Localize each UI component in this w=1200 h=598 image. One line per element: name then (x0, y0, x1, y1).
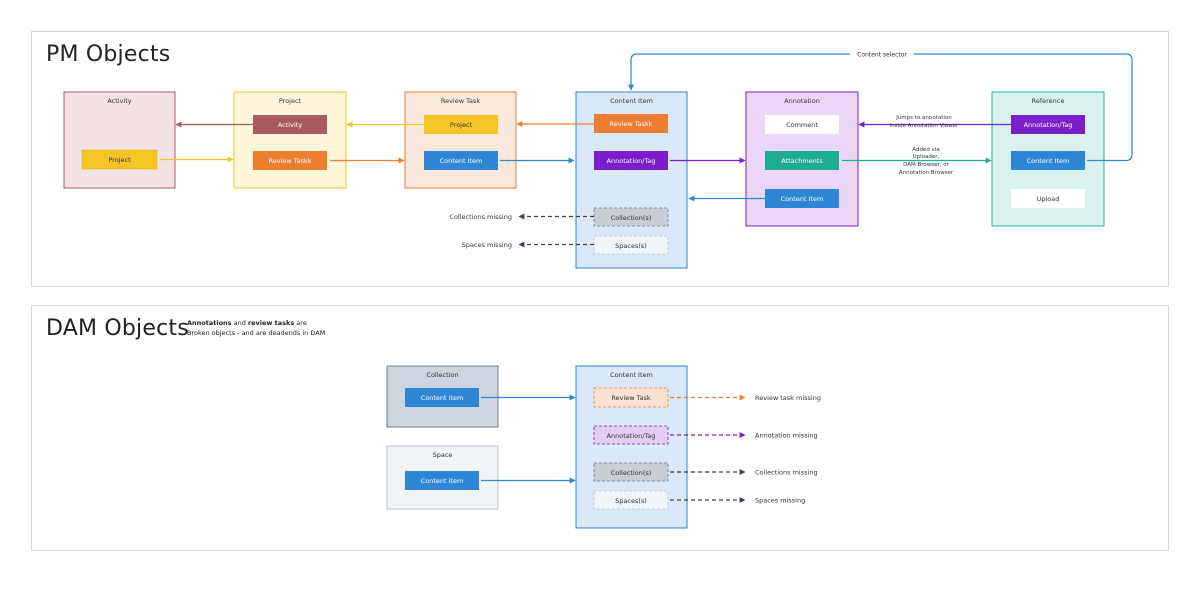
reference-content-item-item[interactable]: Content Item (1011, 151, 1085, 170)
project-activity-item[interactable]: Activity (253, 115, 327, 134)
annotation-attachments-item-label: Attachments (781, 157, 823, 165)
project-container-label: Project (279, 97, 302, 105)
jumps-label-line1: Jumps to annotation (895, 115, 952, 121)
review-task-container-label: Review Task (441, 97, 481, 105)
content-item-container-label: Content Item (610, 97, 653, 105)
project-review-taskk-item[interactable]: Review Taskk (253, 151, 327, 170)
added-label-line2: Uploader, (913, 154, 940, 160)
dam-spaces-item-label: Spaces(s) (615, 497, 647, 505)
review-project-item[interactable]: Project (424, 115, 498, 134)
dam-collections-item-label: Collection(s) (611, 469, 652, 477)
content-spaces-item-label: Spaces(s) (615, 242, 647, 250)
dam-spaces-missing-label: Spaces missing (755, 497, 805, 505)
activity-container-label: Activity (107, 97, 131, 105)
dam-collections-missing-label: Collections missing (755, 469, 818, 477)
content-review-taskk-item[interactable]: Review Taskk (594, 114, 668, 133)
arrow-content-selector (628, 53, 1133, 162)
project-review-taskk-item-label: Review Taskk (268, 157, 311, 165)
jumps-label-line2: inside Annotation Viewer (890, 123, 959, 129)
annotation-container-label: Annotation (784, 97, 820, 105)
added-label-line3: DAM Browser, or (903, 162, 950, 168)
dam-spaces-item[interactable]: Spaces(s) (593, 490, 669, 510)
content-selector-label-bg (850, 49, 914, 59)
project-container: Project (233, 91, 347, 189)
review-task-container: Review Task (404, 91, 517, 189)
dam-note: Annotations and review tasks are Broken … (187, 319, 325, 338)
reference-upload-item-label: Upload (1037, 195, 1060, 203)
content-selector-label: Content selector (857, 52, 907, 59)
note-text-are: are (294, 319, 307, 327)
collection-content-item[interactable]: Content item (405, 388, 479, 407)
note-bold-annotations: Annotations (187, 319, 232, 327)
dam-collections-item[interactable]: Collection(s) (593, 462, 669, 482)
annotation-content-item-item-label: Content Item (781, 195, 824, 203)
dam-review-task-item-label: Review Task (611, 394, 651, 402)
project-activity-item-label: Activity (278, 121, 302, 129)
annotation-attachments-item[interactable]: Attachments (765, 151, 839, 170)
activity-project-item-label: Project (108, 156, 131, 164)
review-content-item-item[interactable]: Content Item (424, 151, 498, 170)
review-content-item-item-label: Content Item (440, 157, 483, 165)
collection-content-item-label: Content item (421, 394, 464, 402)
annotation-comment-item[interactable]: Comment (765, 115, 839, 134)
reference-annotation-tag-item[interactable]: Annotation/Tag (1011, 115, 1085, 134)
content-collections-item-label: Collection(s) (611, 214, 652, 222)
reference-container-label: Reference (1032, 97, 1065, 105)
space-content-item-label: Content item (421, 477, 464, 485)
space-container-label: Space (433, 451, 453, 459)
activity-container: Activity (63, 91, 176, 189)
content-annotation-tag-item-label: Annotation/Tag (607, 157, 656, 165)
content-collections-item[interactable]: Collection(s) (593, 207, 669, 227)
dam-annotation-tag-item-label: Annotation/Tag (607, 432, 656, 440)
pm-spaces-missing-label: Spaces missing (462, 241, 512, 249)
content-review-taskk-item-label: Review Taskk (609, 120, 652, 128)
dam-content-item-container-label: Content Item (610, 371, 653, 379)
review-task-missing-label: Review task missing (755, 394, 821, 402)
pm-collections-missing-label: Collections missing (449, 213, 512, 221)
note-bold-review-tasks: review tasks (247, 319, 295, 327)
dam-objects-title: DAM Objects (46, 316, 189, 341)
reference-content-item-item-label: Content Item (1027, 157, 1070, 165)
pm-objects-title: PM Objects (46, 42, 171, 67)
dam-review-task-item[interactable]: Review Task (593, 387, 669, 408)
note-text-and: and (231, 319, 248, 327)
added-label-line1: Added via (912, 147, 939, 153)
review-project-item-label: Project (450, 121, 473, 129)
content-spaces-item[interactable]: Spaces(s) (593, 235, 669, 255)
annotation-missing-label: Annotation missing (755, 432, 818, 440)
added-label-line4: Annotation Browser (899, 170, 954, 176)
annotation-comment-item-label: Comment (786, 121, 818, 129)
note-line2: Broken objects - and are deadends in DAM (187, 328, 326, 337)
annotation-content-item-item[interactable]: Content Item (765, 189, 839, 208)
reference-upload-item[interactable]: Upload (1011, 189, 1085, 208)
space-content-item[interactable]: Content item (405, 471, 479, 490)
collection-container-label: Collection (426, 371, 458, 379)
content-annotation-tag-item[interactable]: Annotation/Tag (594, 151, 668, 170)
reference-annotation-tag-item-label: Annotation/Tag (1024, 121, 1073, 129)
activity-project-item[interactable]: Project (81, 149, 158, 170)
dam-annotation-tag-item[interactable]: Annotation/Tag (593, 425, 669, 445)
